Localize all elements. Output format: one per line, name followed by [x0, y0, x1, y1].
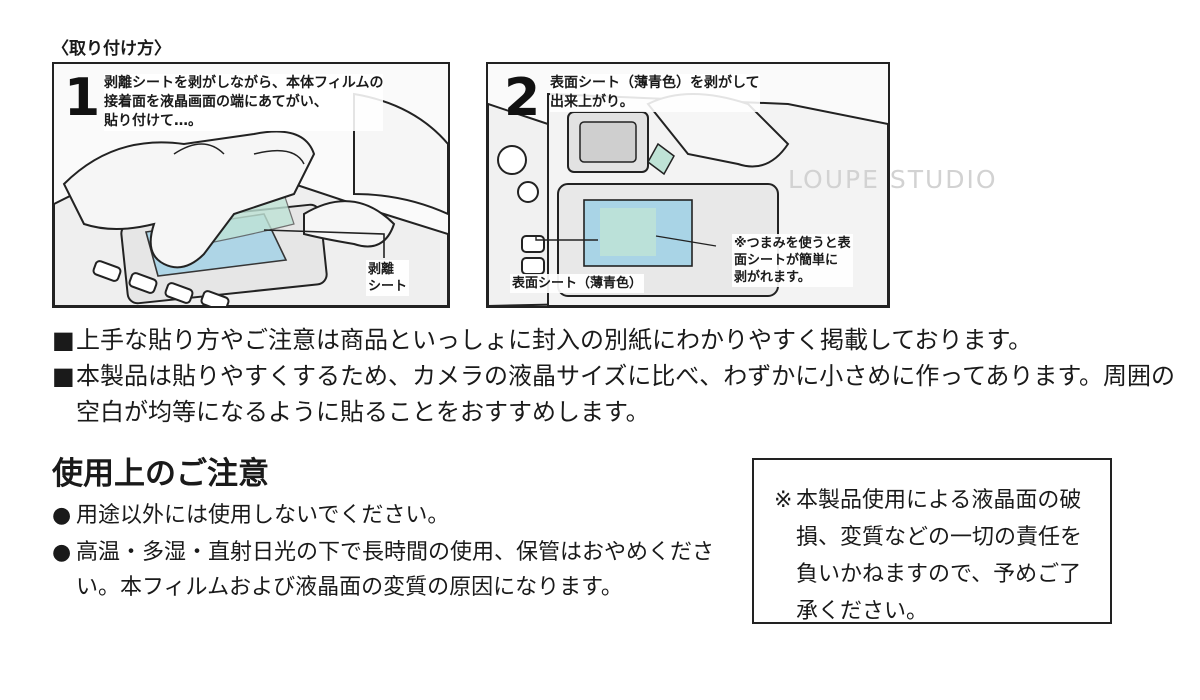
bullet-item: ■ 上手な貼り方やご注意は商品といっしょに封入の別紙にわかりやすく掲載しておりま… — [52, 322, 1192, 358]
reference-mark: ※ — [774, 488, 793, 513]
note-item: ● 用途以外には使用しないでください。 — [52, 498, 732, 533]
step-1-illustration: 1 剥離シートを剥がしながら、本体フィルムの 接着面を液晶画面の端にあてがい、 … — [52, 62, 450, 308]
tab-tip-note: ※つまみを使うと表 面シートが簡単に 剥がれます。 — [732, 234, 853, 287]
step-2-illustration: 2 表面シート（薄青色）を剥がして 出来上がり。 表面シート（薄青色） ※つまみ… — [486, 62, 890, 308]
peel-sheet-label: 剥離 シート — [366, 260, 410, 296]
usage-notes-list: ● 用途以外には使用しないでください。 ● 高温・多湿・直射日光の下で長時間の使… — [52, 498, 732, 607]
step-2-text: 表面シート（薄青色）を剥がして 出来上がり。 — [550, 74, 760, 112]
square-bullet-icon: ■ — [52, 362, 75, 390]
disclaimer-text: 本製品使用による液晶面の破損、変質などの一切の責任を負いかねますので、予めご了承… — [796, 488, 1083, 624]
circle-bullet-icon: ● — [52, 503, 72, 528]
studio-watermark: LOUPE STUDIO — [788, 165, 998, 194]
surface-sheet-label: 表面シート（薄青色） — [510, 274, 645, 293]
circle-bullet-icon: ● — [52, 540, 72, 565]
note-item: ● 高温・多湿・直射日光の下で長時間の使用、保管はおやめください。本フィルムおよ… — [52, 535, 732, 605]
info-bullets: ■ 上手な貼り方やご注意は商品といっしょに封入の別紙にわかりやすく掲載しておりま… — [52, 322, 1192, 430]
section-title: 〈取り付け方〉 — [52, 39, 171, 59]
disclaimer-box: ※ 本製品使用による液晶面の破損、変質などの一切の責任を負いかねますので、予めご… — [752, 458, 1112, 624]
step-1-text: 剥離シートを剥がしながら、本体フィルムの 接着面を液晶画面の端にあてがい、 貼り… — [104, 74, 384, 131]
bullet-item: ■ 本製品は貼りやすくするため、カメラの液晶サイズに比べ、わずかに小さめに作って… — [52, 358, 1192, 430]
step-1-number: 1 — [64, 68, 101, 128]
step-2-number: 2 — [504, 68, 541, 128]
usage-notes-heading: 使用上のご注意 — [52, 456, 269, 492]
square-bullet-icon: ■ — [52, 326, 75, 354]
